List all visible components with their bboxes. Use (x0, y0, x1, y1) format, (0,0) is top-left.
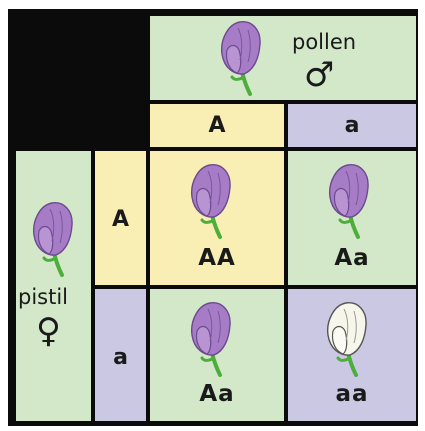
offspring-cell-Aa: Aa (288, 151, 416, 285)
pistil-label: pistil (18, 285, 68, 309)
male-symbol-icon: ♂ (304, 58, 334, 92)
offspring-cell-Aa: Aa (150, 289, 284, 421)
genotype-label: AA (150, 245, 284, 271)
pollen-label: pollen (292, 30, 356, 54)
female-symbol-icon: ♀ (36, 314, 61, 348)
pollen-allele-label: A (150, 113, 284, 138)
purple-flower-icon (188, 163, 232, 241)
offspring-cell-aa: aa (288, 289, 416, 421)
pistil-allele-a: a (95, 289, 146, 421)
pistil-allele-label: A (95, 207, 146, 232)
purple-flower-icon (218, 20, 262, 98)
white-flower-icon (324, 301, 368, 379)
pollen-allele-A: A (150, 104, 284, 147)
genotype-label: aa (288, 381, 416, 407)
pollen-allele-label: a (288, 113, 416, 138)
purple-flower-icon (30, 201, 74, 279)
genotype-label: Aa (288, 245, 416, 271)
pollen-header: pollen ♂ (150, 16, 416, 100)
offspring-cell-AA: AA (150, 151, 284, 285)
pistil-header: pistil ♀ (16, 151, 91, 421)
pistil-allele-A: A (95, 151, 146, 285)
purple-flower-icon (326, 163, 370, 241)
purple-flower-icon (188, 301, 232, 379)
genotype-label: Aa (150, 381, 284, 407)
pistil-allele-label: a (95, 345, 146, 370)
pollen-allele-a: a (288, 104, 416, 147)
